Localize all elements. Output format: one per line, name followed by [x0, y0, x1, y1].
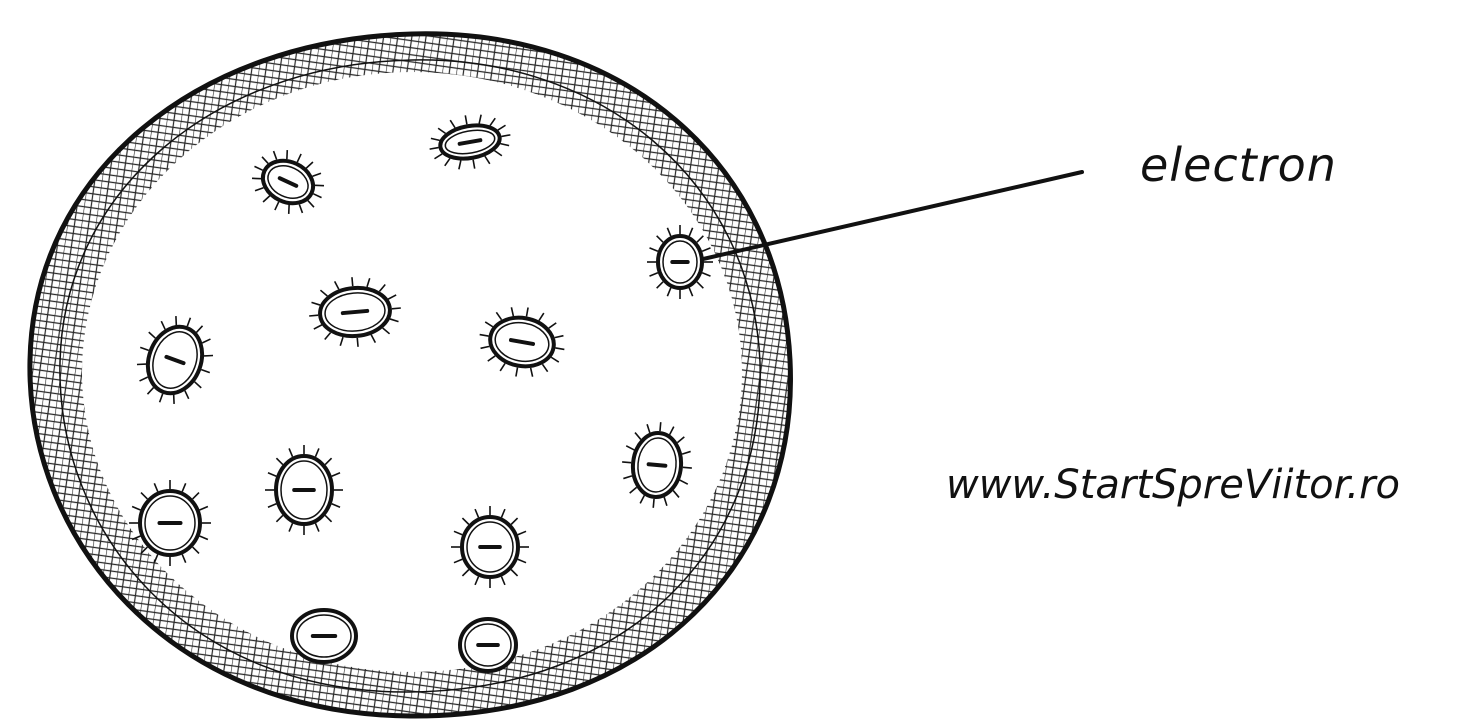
electron — [129, 480, 211, 566]
electron-label: electron — [1140, 138, 1337, 192]
electron — [265, 445, 343, 535]
electron — [292, 610, 356, 662]
electron — [460, 619, 516, 671]
electron — [647, 225, 713, 299]
website-watermark: www.StartSpreViitor.ro — [946, 462, 1400, 508]
electron — [451, 506, 529, 588]
